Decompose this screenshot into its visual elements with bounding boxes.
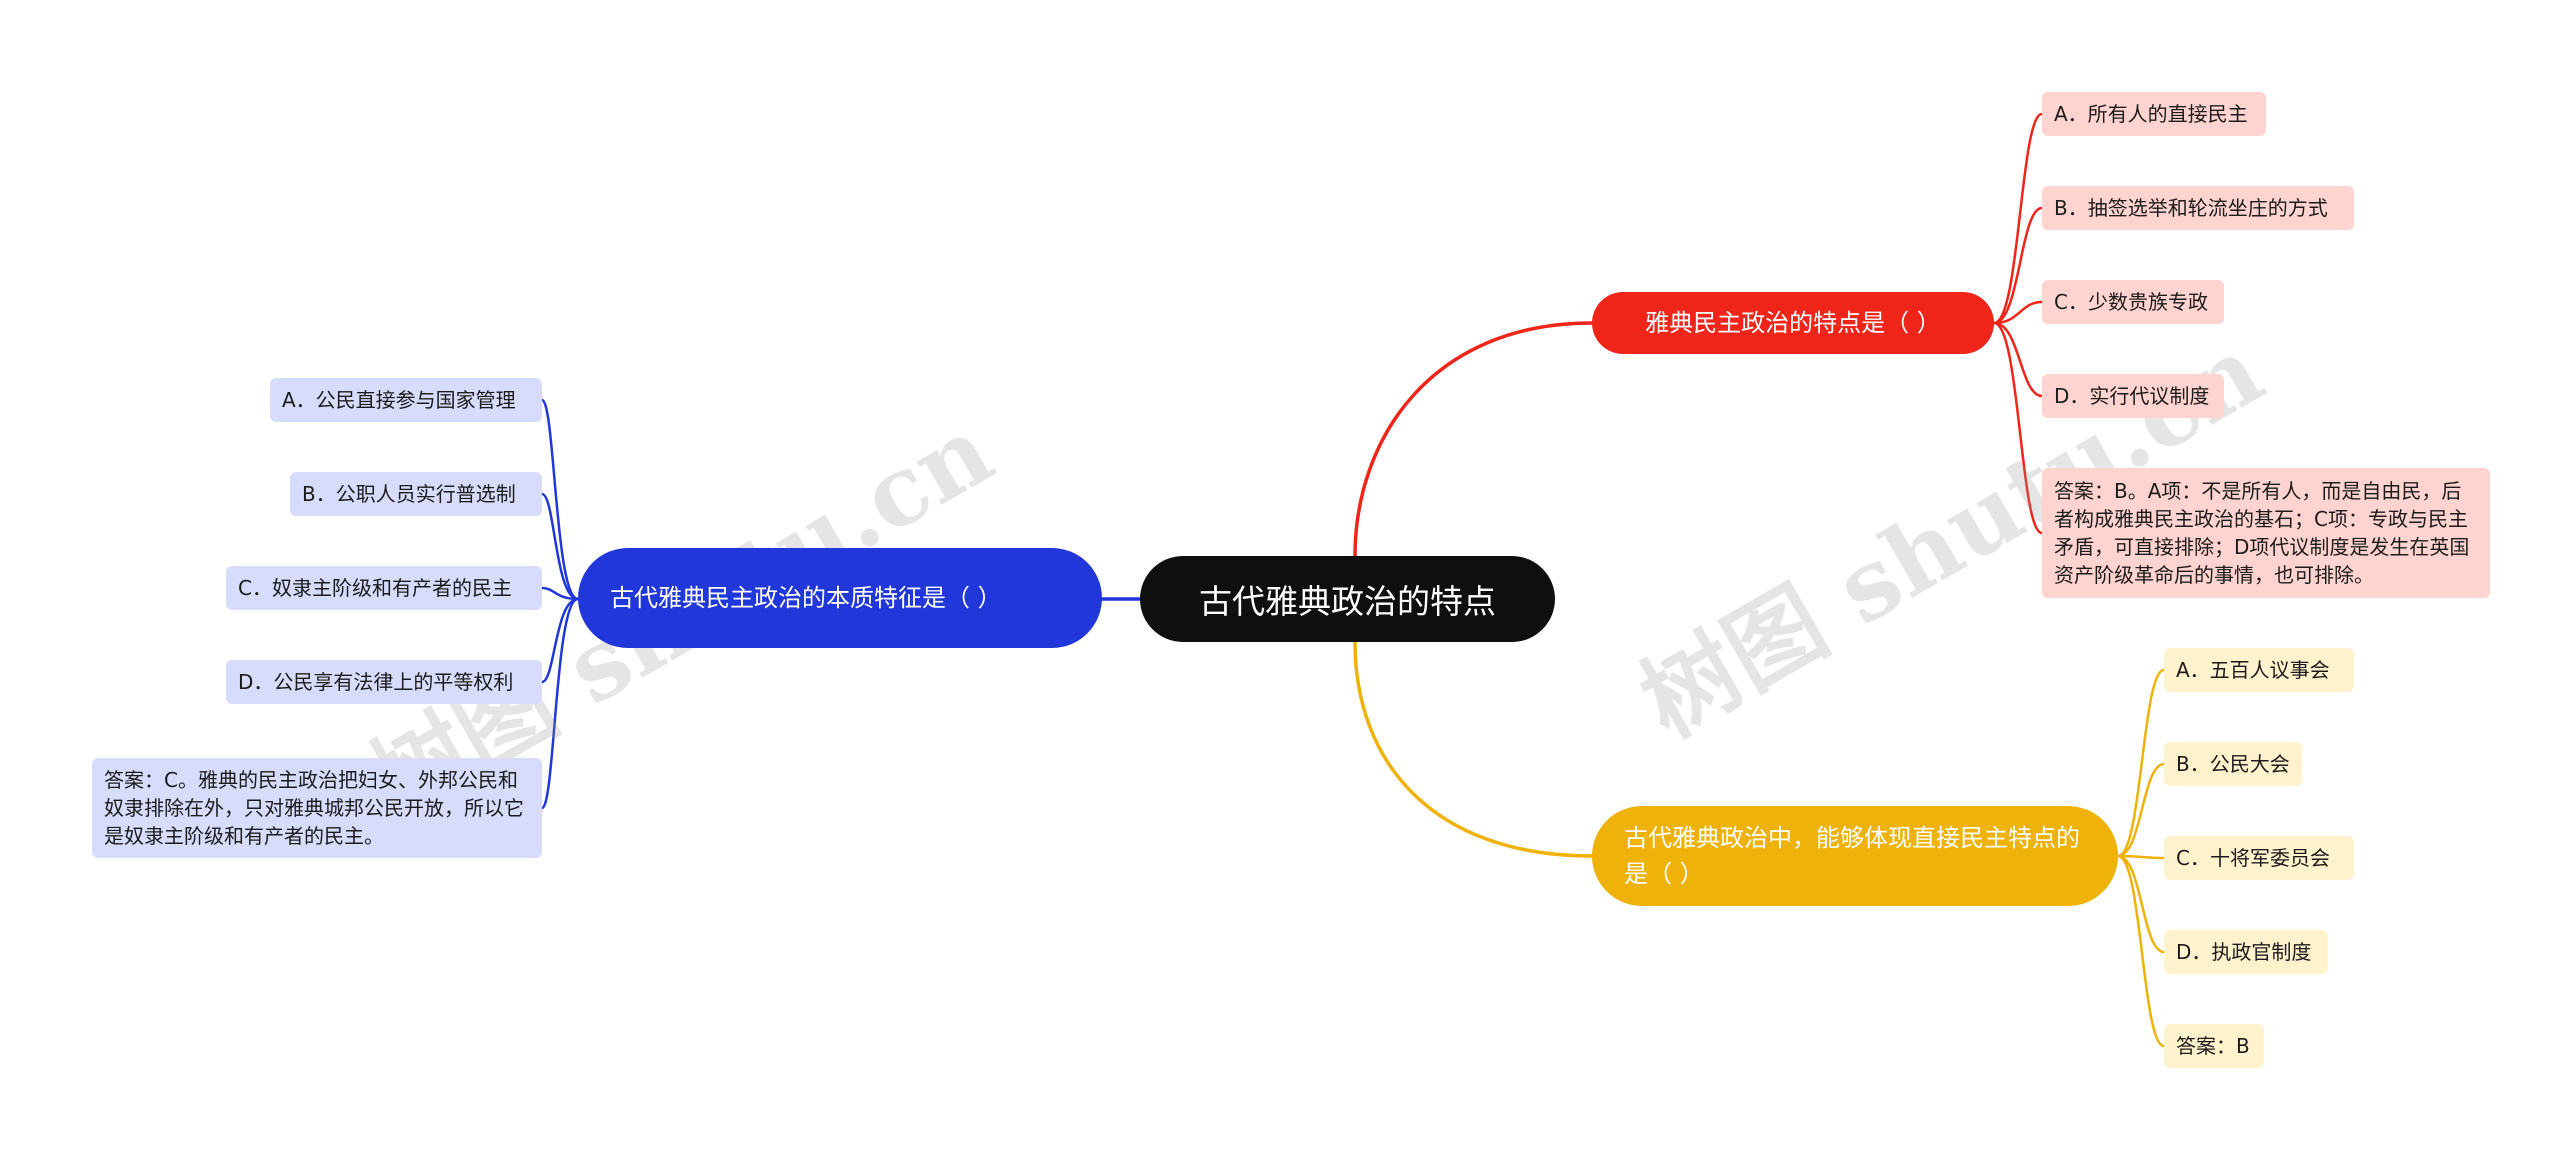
leaf-direct-option-a[interactable]: A．五百人议事会 xyxy=(2164,648,2354,692)
leaf-democracy-option-c[interactable]: C．少数贵族专政 xyxy=(2042,280,2224,324)
connector-right-top-leaf-4 xyxy=(1992,321,2044,535)
connector-left-leaf-2 xyxy=(540,586,580,601)
connector-right-bottom-leaf-3 xyxy=(2116,854,2166,954)
leaf-essence-answer[interactable]: 答案：C。雅典的民主政治把妇女、外邦公民和奴隶排除在外，只对雅典城邦公民开放，所… xyxy=(92,758,542,858)
connector-right-bottom-leaf-0 xyxy=(2116,668,2166,858)
connector-left-leaf-4 xyxy=(540,597,580,810)
leaf-democracy-option-a[interactable]: A．所有人的直接民主 xyxy=(2042,92,2266,136)
connector-left-leaf-0 xyxy=(540,398,580,601)
connector-right-bottom-leaf-2 xyxy=(2116,854,2166,860)
root-topic[interactable]: 古代雅典政治的特点 xyxy=(1140,556,1555,642)
connector-right-top-leaf-3 xyxy=(1992,321,2044,398)
leaf-essence-option-a[interactable]: A．公民直接参与国家管理 xyxy=(270,378,542,422)
leaf-democracy-option-d[interactable]: D．实行代议制度 xyxy=(2042,374,2224,418)
connector-right-bottom-leaf-1 xyxy=(2116,762,2166,858)
leaf-essence-option-d[interactable]: D．公民享有法律上的平等权利 xyxy=(226,660,542,704)
leaf-essence-option-c[interactable]: C．奴隶主阶级和有产者的民主 xyxy=(226,566,542,610)
connector-right-bottom-leaf-4 xyxy=(2116,854,2166,1048)
connector-left-leaf-3 xyxy=(540,597,580,684)
leaf-direct-option-c[interactable]: C．十将军委员会 xyxy=(2164,836,2354,880)
branch-democracy-question[interactable]: 雅典民主政治的特点是（ ） xyxy=(1592,292,1994,354)
branch-direct-democracy-question[interactable]: 古代雅典政治中，能够体现直接民主特点的是（ ） xyxy=(1592,806,2118,906)
connector-root-right-bottom xyxy=(1353,640,1594,858)
connector-left-leaf-1 xyxy=(540,492,580,601)
connector-root-right-top xyxy=(1353,321,1594,558)
leaf-democracy-option-b[interactable]: B．抽签选举和轮流坐庄的方式 xyxy=(2042,186,2354,230)
leaf-essence-option-b[interactable]: B．公职人员实行普选制 xyxy=(290,472,542,516)
leaf-direct-option-b[interactable]: B．公民大会 xyxy=(2164,742,2302,786)
branch-essence-question[interactable]: 古代雅典民主政治的本质特征是（ ） xyxy=(578,548,1102,648)
connector-right-top-leaf-2 xyxy=(1992,300,2044,325)
leaf-direct-option-d[interactable]: D．执政官制度 xyxy=(2164,930,2328,974)
leaf-democracy-answer[interactable]: 答案：B。A项：不是所有人，而是自由民，后者构成雅典民主政治的基石；C项：专政与… xyxy=(2042,468,2490,598)
leaf-direct-answer[interactable]: 答案：B xyxy=(2164,1024,2264,1068)
connector-right-top-leaf-0 xyxy=(1992,112,2044,325)
connector-right-top-leaf-1 xyxy=(1992,206,2044,325)
